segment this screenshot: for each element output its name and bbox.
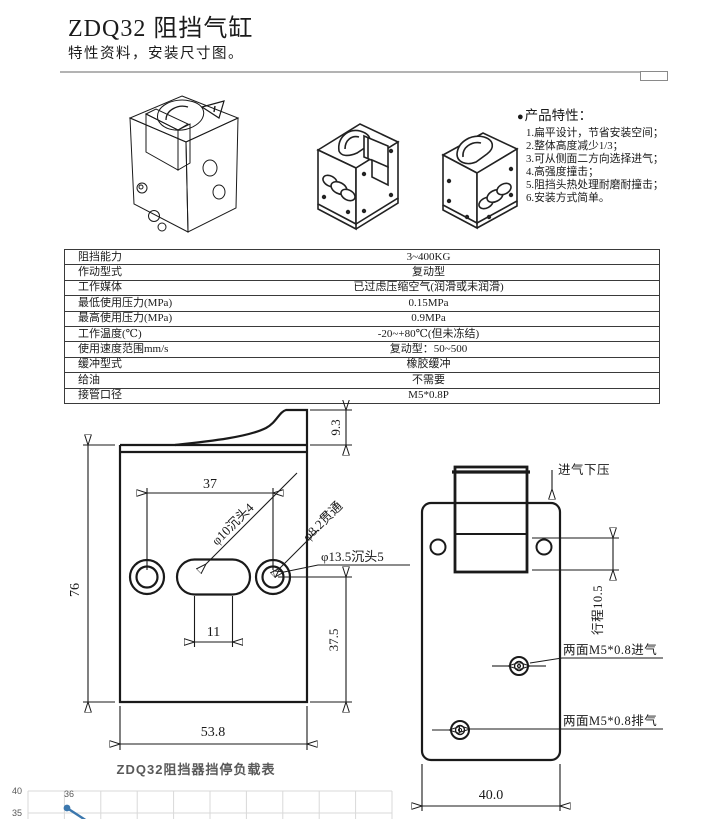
side-view-exhaust-port: 两面M5*0.8排气 xyxy=(432,713,663,740)
spec-value: 橡胶缓冲 xyxy=(198,356,660,374)
spec-label: 阻挡能力 xyxy=(64,248,198,266)
spec-label: 工作媒体 xyxy=(64,279,198,297)
label-inlet-m5: 两面M5*0.8进气 xyxy=(563,642,657,657)
spec-value: -20~+80℃(但未冻结) xyxy=(198,325,660,343)
isometric-drawing-2 xyxy=(441,132,519,230)
iso1-screw-dots xyxy=(321,148,394,215)
page-subtitle: 特性资料，安装尺寸图。 xyxy=(68,46,244,62)
iso2-stopper-head xyxy=(456,135,494,165)
feature-item: 2.整体高度减少1/3； xyxy=(526,140,624,152)
dim-hole-to-bottom-37-5: 37.5 xyxy=(326,629,341,652)
spec-label: 给油 xyxy=(64,372,198,389)
label-exhaust-m5: 两面M5*0.8排气 xyxy=(563,713,657,728)
spec-value: M5*0.8P xyxy=(198,387,660,404)
feature-item: 6.安装方式简单。 xyxy=(526,192,610,204)
table-row: 工作温度(℃)-20~+80℃(但未冻结) xyxy=(64,325,660,343)
table-row: 给油不需要 xyxy=(64,372,660,389)
iso1-side-bracket xyxy=(363,134,389,187)
table-row: 工作媒体已过虑压缩空气(润滑或未润滑) xyxy=(64,279,660,297)
table-row: 作动型式复动型 xyxy=(64,264,660,281)
side-view-press-callout: 进气下压 xyxy=(552,462,610,489)
callout-counterbore-10: φ10沉头4 xyxy=(209,500,257,548)
front-view-drawing: 76 37 9.3 11 37.5 53.8 φ10沉头4 φ8.2贯通 φ13… xyxy=(68,400,410,750)
spec-label: 最高使用压力(MPa) xyxy=(64,310,198,327)
spec-label: 最低使用压力(MPa) xyxy=(64,295,198,312)
table-row: 最低使用压力(MPa)0.15MPa xyxy=(64,295,660,312)
side-view-outline xyxy=(420,465,562,762)
dim-width-40: 40.0 xyxy=(479,788,504,803)
callout-counterbore-13-5: φ13.5沉头5 xyxy=(321,549,384,564)
feature-item: 5.阻挡头热处理耐磨耐撞击； xyxy=(526,179,664,191)
spec-label: 缓冲型式 xyxy=(64,356,198,374)
table-row: 缓冲型式橡胶缓冲 xyxy=(64,356,660,374)
spec-value: 已过虑压缩空气(润滑或未润滑) xyxy=(198,279,660,297)
dim-stroke-10-5: 行程10.5 xyxy=(590,585,605,635)
chart-series: 36 xyxy=(63,789,87,819)
feature-item: 3.可从侧面二方向选择进气； xyxy=(526,153,664,165)
photo-ports-and-fittings xyxy=(136,159,226,232)
table-row: 最高使用压力(MPa)0.9MPa xyxy=(64,310,660,327)
photo-stopper-head xyxy=(144,99,205,171)
features-section: ●产品特性： 1.扁平设计，节省安装空间； 2.整体高度减少1/3； 3.可从侧… xyxy=(517,104,682,205)
spec-label: 使用速度范围mm/s xyxy=(64,341,198,358)
spec-value: 0.15MPa xyxy=(198,295,660,312)
side-view-drawing: 进气下压 行程10.5 两面M5*0.8进气 两面M5*0.8排气 xyxy=(405,462,663,811)
spec-value: 复动型 xyxy=(198,264,660,281)
dim-slot-length-11: 11 xyxy=(207,625,220,640)
corner-box xyxy=(640,71,668,81)
spec-value: 不需要 xyxy=(198,372,660,389)
data-point-label: 36 xyxy=(64,789,74,799)
features-heading-text: 产品特性： xyxy=(524,108,593,123)
spec-value: 3~400KG xyxy=(198,248,660,266)
iso2-screw-dots xyxy=(446,166,514,220)
page-title: ZDQ32 阻挡气缸 xyxy=(68,16,254,42)
y-tick-35: 35 xyxy=(12,808,22,818)
chart-gridlines xyxy=(27,790,393,819)
feature-item: 1.扁平设计，节省安装空间； xyxy=(526,127,664,139)
y-tick-40: 40 xyxy=(12,786,22,796)
chart-title: ZDQ32阻挡器挡停负载表 xyxy=(116,762,276,777)
spec-value: 0.9MPa xyxy=(198,310,660,327)
spec-label: 接管口径 xyxy=(64,387,198,404)
side-view-stroke-dim: 行程10.5 xyxy=(532,538,619,635)
dim-hole-spacing-37: 37 xyxy=(203,477,217,492)
bullet-icon: ● xyxy=(517,111,524,123)
side-view-inlet-port: 两面M5*0.8进气 xyxy=(492,642,663,676)
iso2-hole-chain xyxy=(478,182,512,210)
isometric-drawing-1 xyxy=(316,123,400,231)
dim-head-height-9-3: 9.3 xyxy=(328,419,343,435)
feature-item: 4.高强度撞击； xyxy=(526,166,599,178)
chart-y-ticks: 40 35 xyxy=(12,786,22,818)
data-point-marker xyxy=(63,804,71,812)
header-divider xyxy=(60,71,642,73)
spec-value: 复动型：50~500 xyxy=(198,341,660,358)
dim-width-53-8: 53.8 xyxy=(201,725,226,740)
side-view-width-dim: 40.0 xyxy=(422,764,560,811)
load-chart: ZDQ32阻挡器挡停负载表 40 35 36 xyxy=(0,757,400,819)
photo-body xyxy=(128,95,240,233)
front-view-dimensions: 76 37 9.3 11 37.5 53.8 xyxy=(68,410,352,750)
dim-height-76: 76 xyxy=(68,583,83,597)
features-heading: ●产品特性： xyxy=(517,104,682,124)
iso1-hole-chain xyxy=(322,174,356,202)
product-photo xyxy=(128,95,240,233)
iso1-arch-slot xyxy=(338,129,371,157)
warning-triangle-icon xyxy=(200,100,225,119)
spec-label: 作动型式 xyxy=(64,264,198,281)
chart-plot: 40 35 36 xyxy=(12,786,393,819)
spec-label: 工作温度(℃) xyxy=(64,325,198,343)
label-press-down: 进气下压 xyxy=(558,462,610,477)
